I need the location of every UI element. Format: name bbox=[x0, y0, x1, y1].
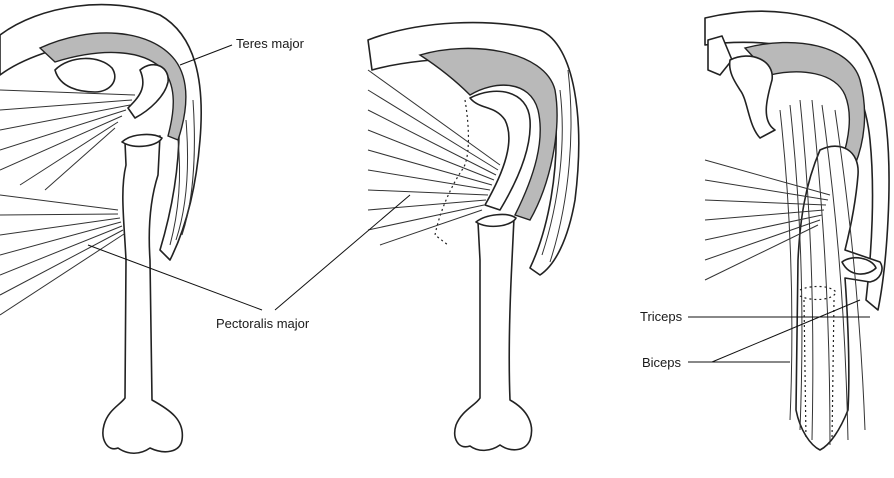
right-coracoid bbox=[728, 55, 776, 139]
right-dotted-outline bbox=[799, 285, 837, 441]
left-panel bbox=[0, 3, 203, 455]
right-acromion bbox=[707, 35, 733, 76]
right-arm-muscles bbox=[779, 99, 866, 446]
left-humerus bbox=[102, 135, 184, 455]
biceps-callout: Biceps bbox=[642, 299, 861, 370]
middle-deltoid-fibres bbox=[541, 69, 572, 263]
biceps-label: Biceps bbox=[642, 355, 682, 370]
middle-pectoralis-fan bbox=[367, 69, 501, 246]
middle-humeral-curve bbox=[469, 90, 531, 211]
left-coracoid bbox=[127, 64, 169, 119]
triceps-label: Triceps bbox=[640, 309, 683, 324]
pectoralis-leader-middle bbox=[274, 194, 411, 311]
right-humerus bbox=[795, 145, 883, 451]
teres-major-label: Teres major bbox=[236, 36, 305, 51]
left-humeral-head bbox=[54, 57, 116, 93]
pectoralis-major-callout: Pectoralis major bbox=[87, 194, 411, 331]
right-humerus-cut bbox=[841, 256, 877, 275]
middle-teres-major-muscle bbox=[418, 47, 558, 221]
left-humerus-cut bbox=[121, 133, 163, 148]
right-pectoralis-fan bbox=[704, 159, 831, 281]
right-panel bbox=[704, 10, 890, 451]
middle-humerus-cut bbox=[475, 213, 517, 228]
pectoralis-major-label: Pectoralis major bbox=[216, 316, 310, 331]
pectoralis-leader-left bbox=[87, 244, 263, 311]
left-pectoralis-fan bbox=[0, 194, 125, 316]
teres-major-leader bbox=[179, 44, 233, 66]
teres-major-callout: Teres major bbox=[179, 36, 305, 66]
middle-panel bbox=[367, 21, 580, 452]
triceps-callout: Triceps bbox=[640, 309, 870, 324]
left-deltoid-fibres bbox=[169, 99, 195, 246]
left-upper-fan bbox=[0, 89, 136, 191]
middle-dotted-outline bbox=[434, 99, 470, 246]
biceps-leader-diag bbox=[711, 299, 861, 363]
middle-humerus bbox=[454, 217, 533, 452]
